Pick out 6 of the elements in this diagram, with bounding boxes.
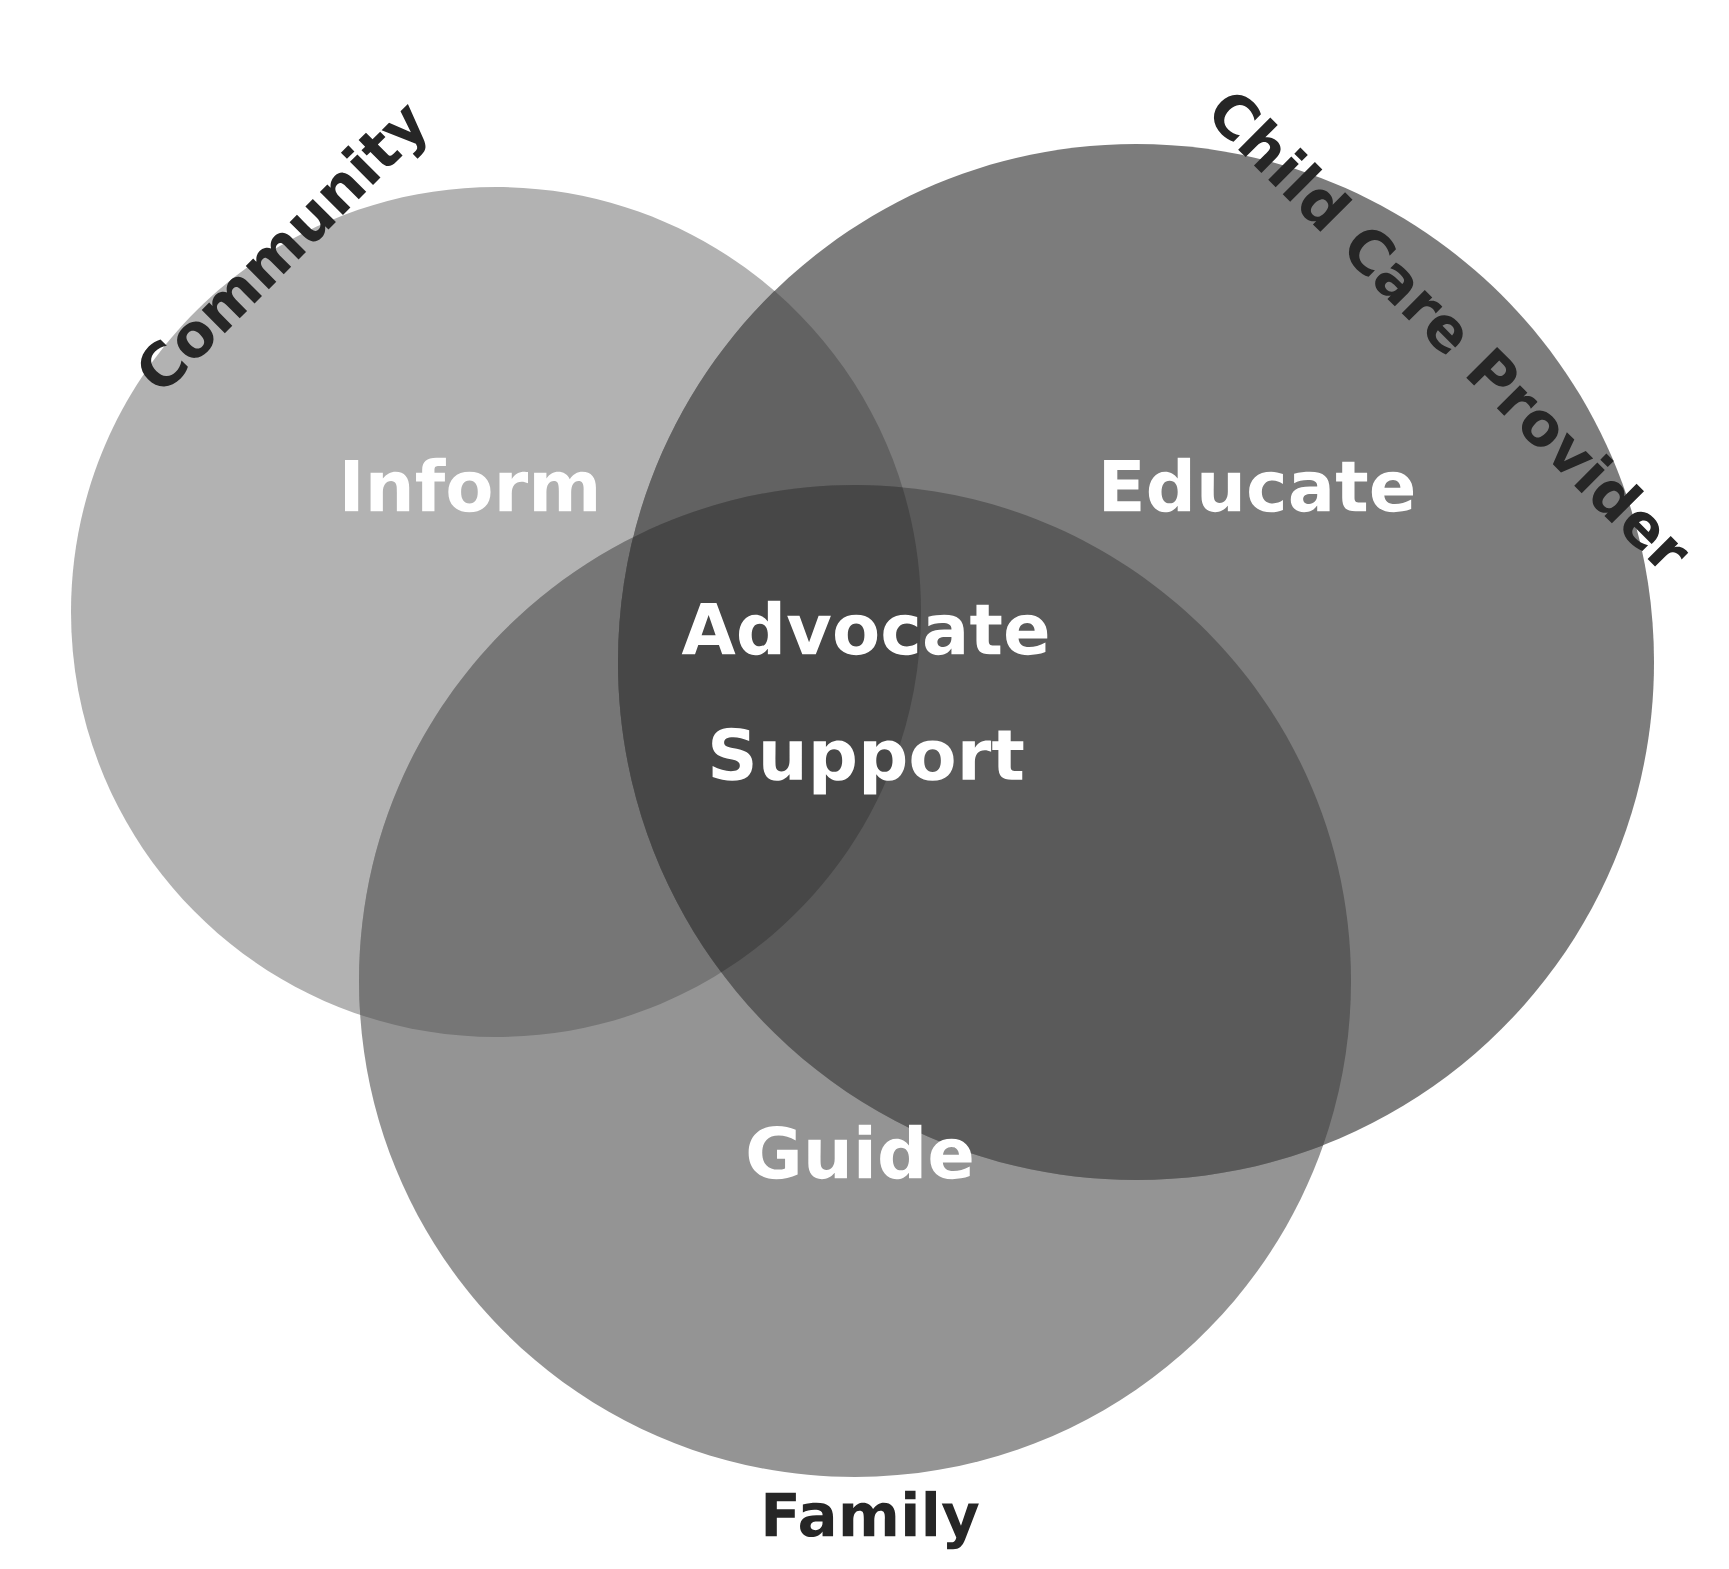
- region-label: Advocate: [681, 600, 1048, 656]
- region-label: Educate: [1104, 457, 1413, 513]
- region-label: Support: [712, 727, 1024, 795]
- region-label: Inform: [344, 457, 596, 513]
- circle-heading: Family: [765, 1490, 979, 1550]
- region-label: Guide: [748, 1124, 972, 1180]
